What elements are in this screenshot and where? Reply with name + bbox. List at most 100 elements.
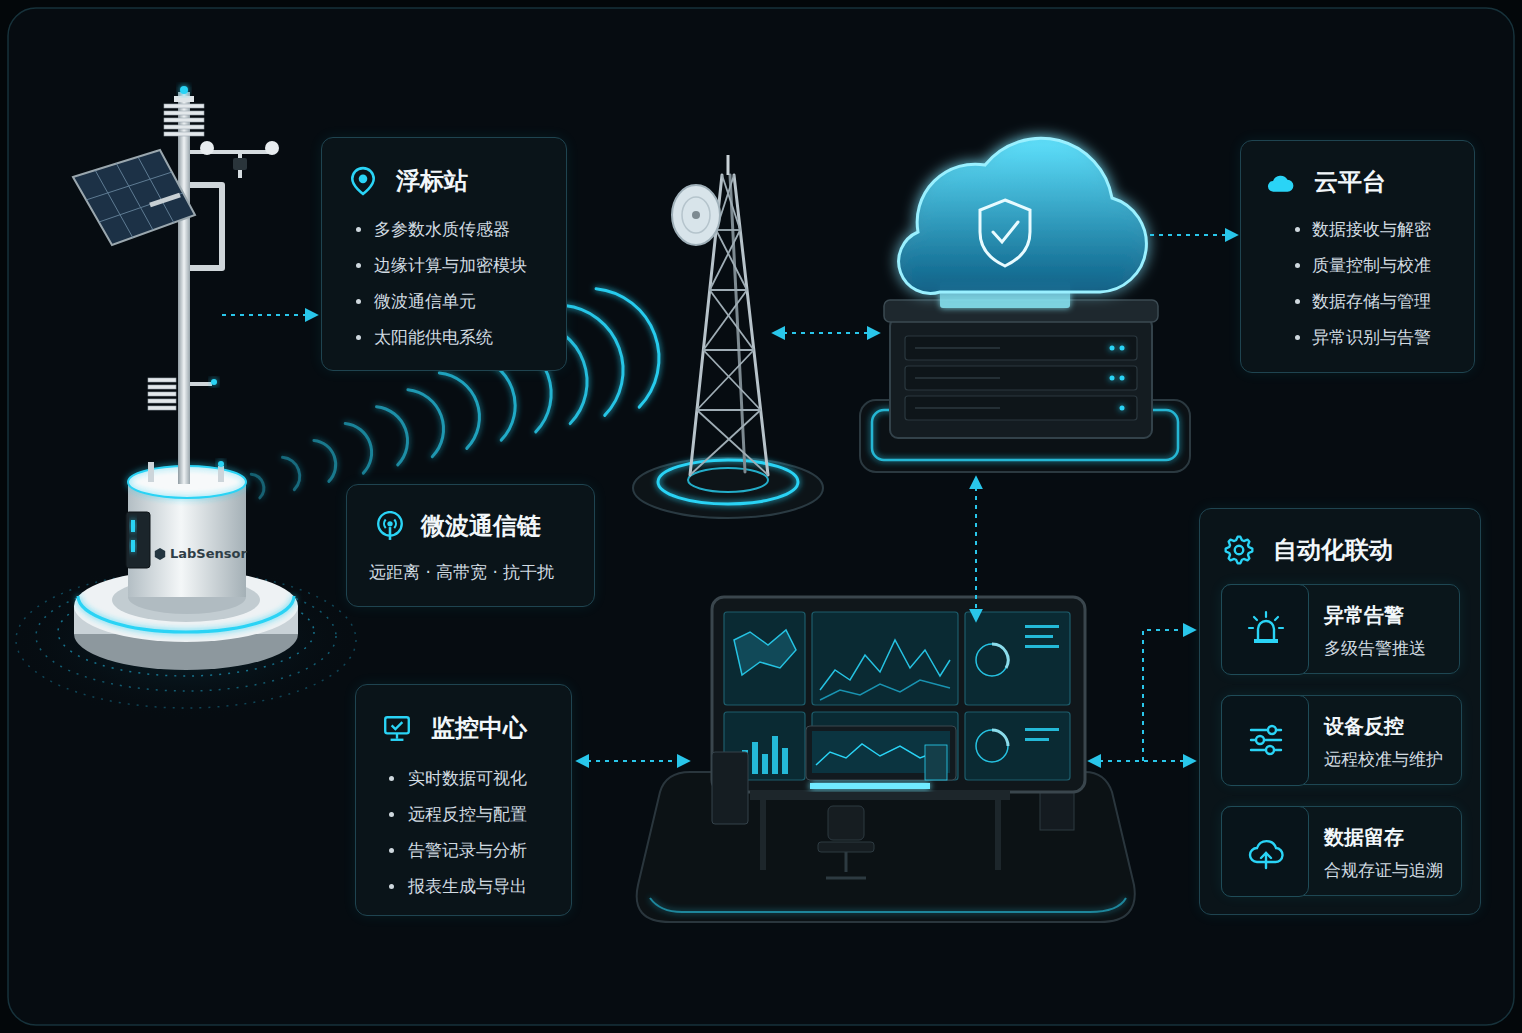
info-panel: 浮标站多参数水质传感器边缘计算与加密模块微波通信单元太阳能供电系统 <box>321 137 567 371</box>
monitoring-desk <box>1025 738 1049 741</box>
icon-part <box>1264 612 1266 617</box>
microwave-waves <box>596 275 676 407</box>
flow-arrows <box>578 760 688 762</box>
buoy-mast <box>164 132 204 136</box>
bullet-dot <box>389 776 394 781</box>
monitoring-desk <box>762 754 768 774</box>
monitoring-desk <box>812 612 958 705</box>
monitoring-desk <box>976 644 1008 676</box>
microwave-waves <box>251 471 267 497</box>
buoy-mast <box>148 378 176 410</box>
icon-part <box>1235 546 1244 555</box>
action-card: 数据留存合规存证与追溯 <box>1221 806 1462 896</box>
buoy-mast <box>211 379 217 385</box>
info-panel: 云平台数据接收与解密质量控制与校准数据存储与管理异常识别与告警 <box>1240 140 1475 373</box>
relay-tower <box>710 289 747 291</box>
monitoring-desk <box>1040 788 1074 830</box>
bullet-item: 远程反控与配置 <box>408 802 527 826</box>
sliders-icon <box>1244 718 1288 762</box>
relay-tower <box>703 349 754 351</box>
monitoring-desk <box>820 680 950 700</box>
icon-part <box>1256 736 1264 744</box>
icon-part <box>1258 621 1274 639</box>
microwave-waves <box>377 400 417 465</box>
relay-tower <box>633 458 823 518</box>
bullet-dot <box>389 884 394 889</box>
monitoring-desk <box>760 800 766 870</box>
icon-part <box>1268 726 1276 734</box>
buoy-mast <box>190 185 222 268</box>
icon-part <box>359 175 368 184</box>
icon-part <box>389 527 392 540</box>
buoy-mast <box>164 104 204 136</box>
microwave-waves <box>345 418 379 473</box>
card-title: 数据留存 <box>1324 824 1404 850</box>
monitoring-desk <box>782 748 788 774</box>
cloud-server <box>1120 376 1125 381</box>
cloud-server <box>980 200 1030 266</box>
icon-part <box>391 739 404 741</box>
buoy <box>126 512 150 568</box>
relay-tower <box>658 460 798 504</box>
cloud-server <box>899 138 1147 293</box>
buoy-mast <box>95 170 133 238</box>
info-panel: 监控中心实时数据可视化远程反控与配置告警记录与分析报表生成与导出 <box>355 684 572 916</box>
monitoring-desk <box>724 612 1070 780</box>
bullet-item: 数据存储与管理 <box>1312 289 1431 313</box>
microwave-waves <box>439 364 490 448</box>
monitoring-desk <box>845 852 848 872</box>
monitoring-desk <box>1025 645 1059 648</box>
monitoring-desk <box>810 783 930 789</box>
microwave-waves <box>314 436 342 482</box>
monitoring-desk <box>965 612 1070 705</box>
icon-part <box>352 168 373 194</box>
monitoring-desk <box>750 790 1010 800</box>
relay-tower <box>692 211 700 219</box>
cloud-server <box>1110 346 1125 411</box>
monitoring-desk <box>992 730 1008 746</box>
relay-tower <box>703 290 747 350</box>
cloud-server <box>890 318 1152 438</box>
bullet-dot <box>356 335 361 340</box>
buoy-mast <box>73 150 195 245</box>
icon-part <box>1268 176 1293 192</box>
buoy-mast <box>86 157 183 238</box>
relay-tower <box>716 230 747 290</box>
cloud-server <box>860 138 1190 472</box>
monitoring-desk <box>1025 728 1059 731</box>
panel-heading: 自动化联动 <box>1273 535 1393 565</box>
monitoring-desk <box>650 898 1126 912</box>
icon-part <box>1279 627 1283 629</box>
cloud-server <box>915 348 1000 408</box>
buoy <box>218 466 224 482</box>
monitoring-desk <box>806 726 956 780</box>
bullet-item: 异常识别与告警 <box>1312 325 1431 349</box>
icon-part <box>396 733 398 738</box>
buoy-mast <box>174 96 194 102</box>
bullet-item: 实时数据可视化 <box>408 766 527 790</box>
buoy-mast <box>180 86 188 94</box>
icon-box <box>1221 584 1309 675</box>
bullet-dot <box>389 848 394 853</box>
card-title: 异常告警 <box>1324 602 1404 628</box>
buoy <box>131 540 135 552</box>
buoy-mast <box>265 141 279 155</box>
monitoring-desk <box>734 630 796 675</box>
buoy-mast <box>164 125 204 129</box>
relay-tower <box>672 185 720 245</box>
card-subtitle: 多级告警推送 <box>1324 636 1426 660</box>
monitoring-desk <box>724 612 805 705</box>
relay-tower <box>697 350 754 410</box>
icon-part <box>1266 746 1274 754</box>
icon-part <box>387 521 392 526</box>
monitoring-desk <box>828 806 864 840</box>
icon-part <box>392 722 403 729</box>
icon-box <box>1221 806 1309 897</box>
microwave-waves <box>565 293 639 415</box>
cloud-server <box>905 336 1137 420</box>
pin-icon <box>348 166 378 196</box>
icon-part <box>384 520 386 529</box>
